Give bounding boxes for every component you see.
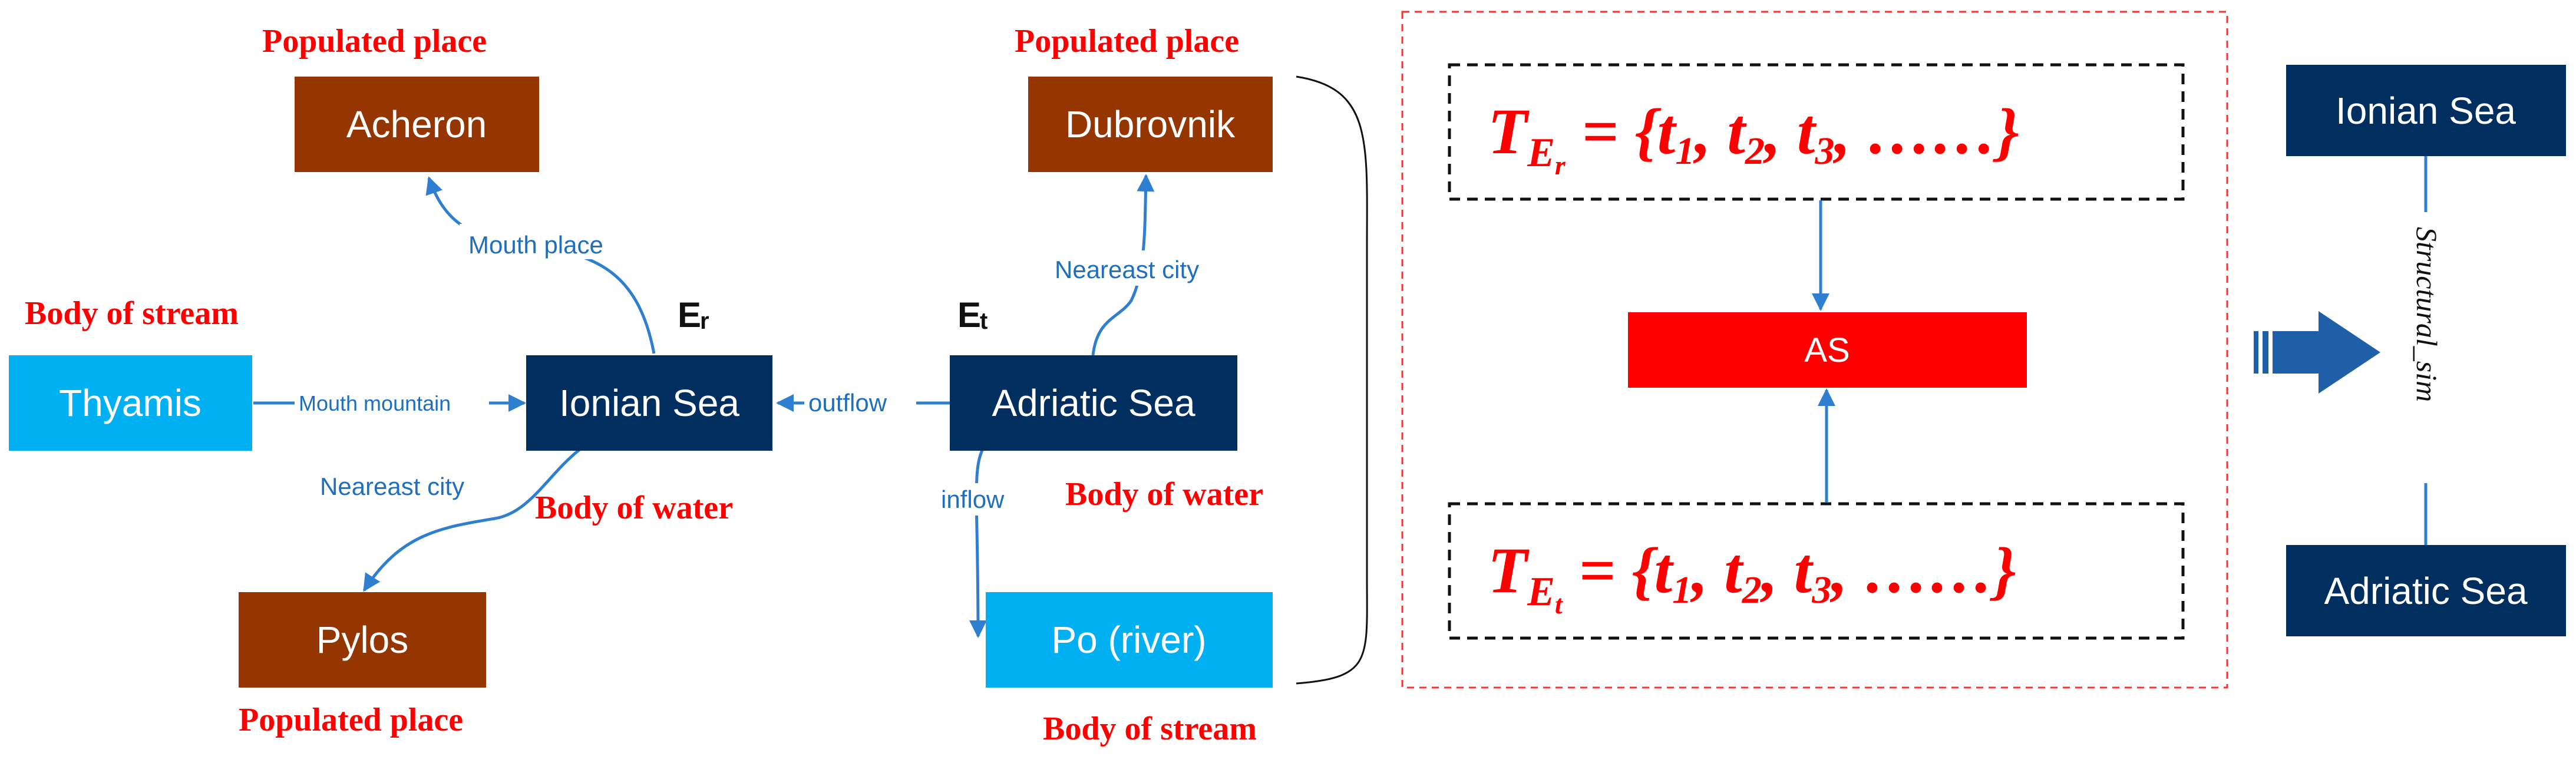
formula-box-top bbox=[1448, 63, 2185, 201]
group-bracket bbox=[1296, 75, 1368, 685]
node-pylos: Pylos bbox=[239, 592, 486, 688]
type-label-po: Body of stream bbox=[1043, 711, 1257, 747]
edge-mouth-place bbox=[425, 176, 656, 354]
type-label-adriatic: Body of water bbox=[1065, 476, 1263, 513]
formula-tet: TEt = {t1, t2, t3, ……} bbox=[1488, 534, 2016, 619]
type-label-dubrovnik: Populated place bbox=[1015, 23, 1239, 60]
edge-nearest-city-left bbox=[362, 448, 582, 592]
formula-ter: TEr = {t1, t2, t3, ……} bbox=[1488, 95, 2019, 180]
type-label-acheron: Populated place bbox=[262, 23, 487, 60]
similarity-panel bbox=[1401, 11, 2228, 689]
node-adriatic-sea-right: Adriatic Sea bbox=[2286, 545, 2566, 636]
edge-label-mouth-mountain: Mouth mountain bbox=[299, 391, 451, 415]
structural-sim-label: Structural_sim bbox=[2410, 227, 2443, 402]
node-thyamis: Thyamis bbox=[9, 355, 252, 451]
svg-text:Ionian Sea: Ionian Sea bbox=[559, 382, 739, 424]
svg-text:AS: AS bbox=[1804, 331, 1850, 369]
type-label-pylos: Populated place bbox=[239, 702, 463, 738]
node-po-river: Po (river) bbox=[986, 592, 1273, 688]
node-ionian-sea-right: Ionian Sea bbox=[2286, 65, 2566, 156]
edge-label-inflow: inflow bbox=[941, 485, 1005, 513]
svg-text:E: E bbox=[678, 295, 701, 335]
formula-box-bottom bbox=[1448, 502, 2185, 640]
type-label-thyamis: Body of stream bbox=[25, 295, 239, 332]
edge-inflow bbox=[969, 448, 987, 638]
type-label-ionian: Body of water bbox=[535, 490, 733, 526]
block-arrow-right-icon bbox=[2254, 311, 2380, 394]
svg-text:Adriatic Sea: Adriatic Sea bbox=[2324, 570, 2527, 612]
svg-text:Po (river): Po (river) bbox=[1051, 619, 1206, 661]
edge-label-outflow: outflow bbox=[808, 389, 887, 417]
as-box: AS bbox=[1628, 312, 2027, 388]
node-adriatic-sea: Adriatic Sea bbox=[950, 355, 1237, 451]
svg-text:E: E bbox=[957, 295, 981, 335]
svg-text:Adriatic Sea: Adriatic Sea bbox=[992, 382, 1195, 424]
svg-text:Acheron: Acheron bbox=[346, 103, 487, 146]
node-ionian-sea: Ionian Sea bbox=[526, 355, 772, 451]
svg-text:t: t bbox=[980, 308, 988, 334]
edge-label-mouth-place: Mouth place bbox=[468, 231, 603, 259]
entity-et-label: E t bbox=[957, 295, 988, 335]
edge-label-nearest-city-right: Neareast city bbox=[1055, 256, 1199, 283]
node-dubrovnik: Dubrovnik bbox=[1028, 77, 1273, 172]
svg-text:Pylos: Pylos bbox=[316, 619, 409, 661]
node-acheron: Acheron bbox=[295, 77, 539, 172]
svg-text:Dubrovnik: Dubrovnik bbox=[1065, 103, 1236, 146]
svg-text:Thyamis: Thyamis bbox=[59, 382, 202, 424]
svg-text:Ionian Sea: Ionian Sea bbox=[2336, 90, 2516, 132]
edge-nearest-city-right bbox=[1091, 174, 1155, 356]
edge-label-nearest-city-left: Neareast city bbox=[320, 473, 464, 500]
svg-text:r: r bbox=[700, 308, 709, 334]
entity-er-label: E r bbox=[678, 295, 709, 335]
